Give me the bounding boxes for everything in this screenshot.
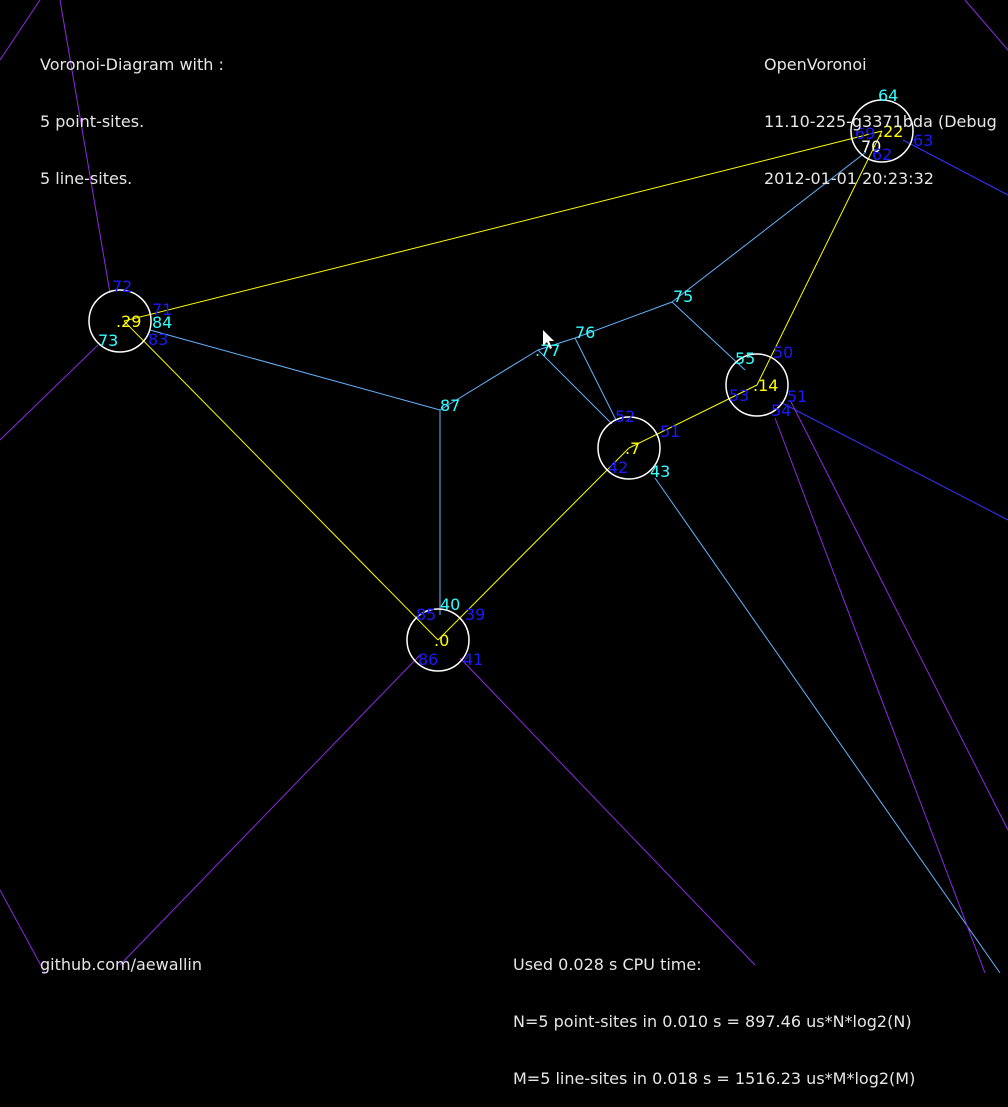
line-site (437, 447, 630, 641)
app-name: OpenVoronoi (764, 55, 867, 74)
voronoi-edge (671, 301, 746, 371)
point-site-circle (597, 416, 661, 480)
vertex-label: 50 (773, 343, 793, 362)
site-label: .29 (116, 312, 141, 331)
app-timestamp: 2012-01-01 20:23:32 (764, 169, 934, 188)
voronoi-edge (574, 337, 617, 421)
line-site (123, 130, 883, 322)
voronoi-edge (439, 349, 539, 411)
info-line-lines: 5 line-sites. (40, 169, 133, 188)
vertex-label: 72 (112, 277, 132, 296)
voronoi-edge (119, 654, 421, 966)
cpu-stats: Used 0.028 s CPU time: N=5 point-sites i… (513, 917, 915, 1107)
voronoi-edge (671, 151, 867, 303)
vertex-label: 87 (440, 396, 460, 415)
voronoi-edge (59, 0, 111, 294)
vertex-label: 63 (913, 131, 933, 150)
voronoi-edge (789, 399, 1008, 831)
vertex-label: 41 (463, 650, 483, 669)
app-version: 11.10-225-g3371bda (Debug (764, 112, 997, 131)
vertex-label: 42 (608, 458, 628, 477)
point-site-circle (850, 99, 914, 163)
voronoi-edge (0, 889, 46, 973)
point-site-circles (88, 99, 914, 672)
vertex-label: 84 (152, 313, 172, 332)
line-sites (123, 130, 883, 641)
voronoi-edge (0, 0, 41, 61)
info-line-title: Voronoi-Diagram with : (40, 55, 224, 74)
vertex-label: .77 (535, 341, 560, 360)
vertex-label: 39 (465, 605, 485, 624)
point-site-stats: N=5 point-sites in 0.010 s = 897.46 us*N… (513, 1012, 912, 1031)
vertex-label: 51 (787, 387, 807, 406)
voronoi-edge (537, 337, 576, 351)
vertex-label: 55 (735, 349, 755, 368)
vertex-label: 76 (575, 323, 595, 342)
line-site-stats: M=5 line-sites in 0.018 s = 1516.23 us*M… (513, 1069, 916, 1088)
vertex-label: 86 (418, 650, 438, 669)
vertex-label: 69 (855, 124, 875, 143)
vertex-label: 43 (650, 462, 670, 481)
voronoi-edge (774, 417, 986, 973)
voronoi-edge (574, 301, 673, 339)
point-site-circle (406, 608, 470, 672)
vertex-label: 71 (152, 300, 172, 319)
voronoi-edge (459, 657, 756, 966)
vertex-label: 51 (660, 422, 680, 441)
diagram-info: Voronoi-Diagram with : 5 point-sites. 5 … (40, 17, 224, 207)
voronoi-edge (779, 401, 1008, 521)
vertex-label: 70 (861, 137, 881, 156)
vertex-label: 85 (416, 605, 436, 624)
vertex-label: 62 (872, 145, 892, 164)
cpu-time: Used 0.028 s CPU time: (513, 955, 702, 974)
voronoi-edges (0, 0, 1008, 973)
info-line-points: 5 point-sites. (40, 112, 145, 131)
voronoi-edge (149, 329, 441, 411)
vertex-label: 83 (148, 330, 168, 349)
vertex-label: 64 (878, 86, 898, 105)
vertex-label: 52 (615, 407, 635, 426)
mouse-pointer-icon (543, 330, 554, 349)
vertex-label: 53 (729, 386, 749, 405)
point-site-circle (88, 289, 152, 353)
vertex-label: 73 (98, 331, 118, 350)
voronoi-edge (902, 139, 1008, 196)
voronoi-edge (537, 349, 613, 425)
vertex-label: 75 (673, 287, 693, 306)
github-link: github.com/aewallin (40, 955, 202, 974)
site-label: .0 (434, 631, 449, 650)
vertex-label: 54 (771, 401, 791, 420)
voronoi-edge (0, 344, 99, 441)
line-site (756, 130, 883, 386)
voronoi-edge (964, 0, 1008, 51)
app-info: OpenVoronoi 11.10-225-g3371bda (Debug 20… (764, 17, 997, 207)
line-site (628, 384, 758, 449)
site-label: .22 (878, 122, 903, 141)
site-label: .7 (625, 439, 640, 458)
line-site (123, 320, 439, 641)
voronoi-edge (654, 477, 1001, 973)
point-site-circle (725, 353, 789, 417)
site-label: .14 (753, 376, 778, 395)
vertex-label: 40 (440, 595, 460, 614)
